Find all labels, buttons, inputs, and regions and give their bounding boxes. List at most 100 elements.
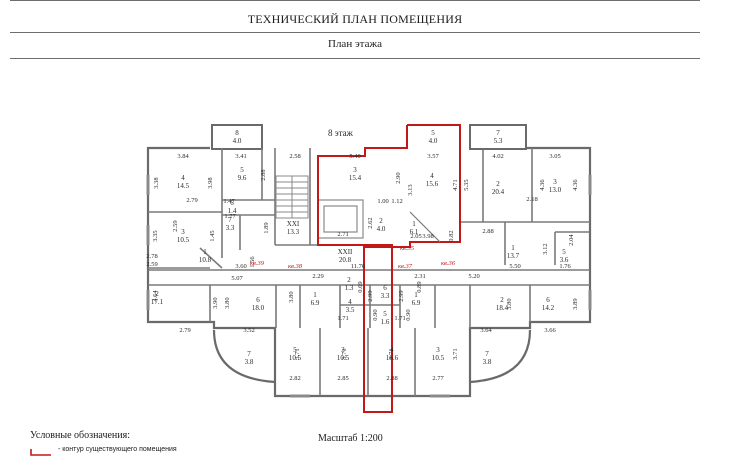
room-number: 6 <box>256 296 260 304</box>
dimension-label: 2.79 <box>186 197 197 204</box>
dimension-label: 2.05 <box>410 233 421 240</box>
dimension-label: 11.76 <box>351 263 366 270</box>
dimension-label: 0.90 <box>405 309 412 320</box>
room-number: 3 <box>181 228 185 236</box>
outer-walls <box>146 146 592 398</box>
room-number: 7 <box>228 216 232 224</box>
dimension-label: 2.88 <box>260 169 267 180</box>
dimension-label: 5.20 <box>468 273 479 280</box>
room-area: 10.5 <box>432 354 445 362</box>
dimension-label: 1.00 <box>377 198 388 205</box>
dimension-label: 0.82 <box>448 230 455 241</box>
room-area: 3.6 <box>560 256 569 264</box>
staircase <box>275 175 309 219</box>
room-area: 16.6 <box>386 354 399 362</box>
dimension-label: 2.99 <box>367 290 374 301</box>
dimension-label: 1.71 <box>394 315 405 322</box>
dimension-label: 3.80 <box>506 298 513 309</box>
dimension-label: 0.89 <box>416 281 423 292</box>
dimension-label: 1.47 <box>223 198 235 205</box>
room-area: 3.8 <box>245 358 254 366</box>
dimension-label: 4.64 <box>152 290 159 302</box>
room-number: 2 <box>379 217 383 225</box>
dimension-label: 3.80 <box>224 297 231 308</box>
title-divider <box>10 32 700 33</box>
dimension-label: 3.64 <box>480 327 492 334</box>
balconies <box>211 124 527 150</box>
dimension-label: 3.98 <box>207 177 214 188</box>
room-area: 1.6 <box>381 318 390 326</box>
dimension-label: 3.52 <box>243 327 254 334</box>
room-number: 3 <box>341 346 345 354</box>
room-number: 3 <box>436 346 440 354</box>
dimension-label: 3.60 <box>235 263 246 270</box>
dimension-label: 2.71 <box>337 231 348 238</box>
dimension-label: 1.89 <box>263 222 270 233</box>
dimension-label: 2.59 <box>172 220 179 231</box>
room-area: 10.5 <box>177 236 190 244</box>
dimension-label: 4.71 <box>452 179 459 190</box>
dimension-label: 2.85 <box>337 375 348 382</box>
dimension-label: 3.66 <box>544 327 556 334</box>
room-number: 5 <box>562 248 566 256</box>
dimension-label: 2.99 <box>398 290 405 301</box>
room-number: 1 <box>313 291 317 299</box>
apartment-label: кв.36 <box>441 260 456 267</box>
dimension-label: 1.71 <box>337 315 348 322</box>
room-number: 4 <box>181 174 185 182</box>
room-area: 18.4 <box>496 304 509 312</box>
room-number: 1 <box>203 248 207 256</box>
dimension-label: 5.40 <box>349 153 360 160</box>
dimension-label: 5.35 <box>463 179 470 190</box>
dimension-label: 3.13 <box>407 184 414 195</box>
document-title: ТЕХНИЧЕСКИЙ ПЛАН ПОМЕЩЕНИЯ <box>247 12 463 26</box>
dimension-label: 2.59 <box>146 261 157 268</box>
dimension-label: 5.07 <box>231 275 243 282</box>
floor-label: 8 этаж <box>328 128 354 138</box>
apartment-label: кв.39 <box>250 260 265 267</box>
room-number: 2 <box>347 276 351 284</box>
room-area: 10.5 <box>337 354 350 362</box>
room-area: 4.0 <box>377 225 386 233</box>
legend-title: Условные обозначения: <box>30 430 131 441</box>
room-number: 4 <box>390 346 394 354</box>
dimension-label: 4.02 <box>492 153 503 160</box>
room-number: 4 <box>348 298 352 306</box>
dimension-label: 3.41 <box>235 153 246 160</box>
room-number: 3 <box>353 166 357 174</box>
room-number: 1 <box>511 244 515 252</box>
room-area: 6.9 <box>311 299 320 307</box>
dimension-label: 3.12 <box>542 243 549 254</box>
dimension-label: 2.90 <box>395 172 402 183</box>
room-area: 4.0 <box>429 137 438 145</box>
room-number: 3 <box>553 178 557 186</box>
room-number: 2 <box>500 296 504 304</box>
room-area: 3.5 <box>346 306 355 314</box>
room-area: 4.0 <box>233 137 242 145</box>
dimension-label: 4.36 <box>539 179 546 191</box>
room-area: 3.3 <box>226 224 235 232</box>
existing-premises-contour <box>317 124 461 413</box>
room-number: 2 <box>155 290 159 298</box>
dimension-label: 2.78 <box>146 253 157 260</box>
legend-item-label: - контур существующего помещения <box>58 446 177 453</box>
dimension-label: 3.57 <box>427 153 439 160</box>
room-area: 20.8 <box>339 256 352 264</box>
apartment-label: кв.37 <box>398 263 413 270</box>
dimension-label: 3.71 <box>341 348 348 359</box>
room-area: 1.3 <box>345 284 354 292</box>
subtitle-divider <box>10 58 700 59</box>
room-number: 5 <box>293 346 297 354</box>
room-area: 13.3 <box>287 228 300 236</box>
room-number: 7 <box>247 350 251 358</box>
room-number: 4 <box>430 172 434 180</box>
dimension-label: 3.84 <box>177 153 189 160</box>
dimension-label: 5.50 <box>509 263 520 270</box>
dimension-label: 2.77 <box>432 375 444 382</box>
room-area: 10.5 <box>289 354 302 362</box>
dimension-label: 3.98 <box>422 233 433 240</box>
room-number: 6 <box>383 284 387 292</box>
room-number: 8 <box>235 129 239 137</box>
inner-walls <box>148 148 590 396</box>
